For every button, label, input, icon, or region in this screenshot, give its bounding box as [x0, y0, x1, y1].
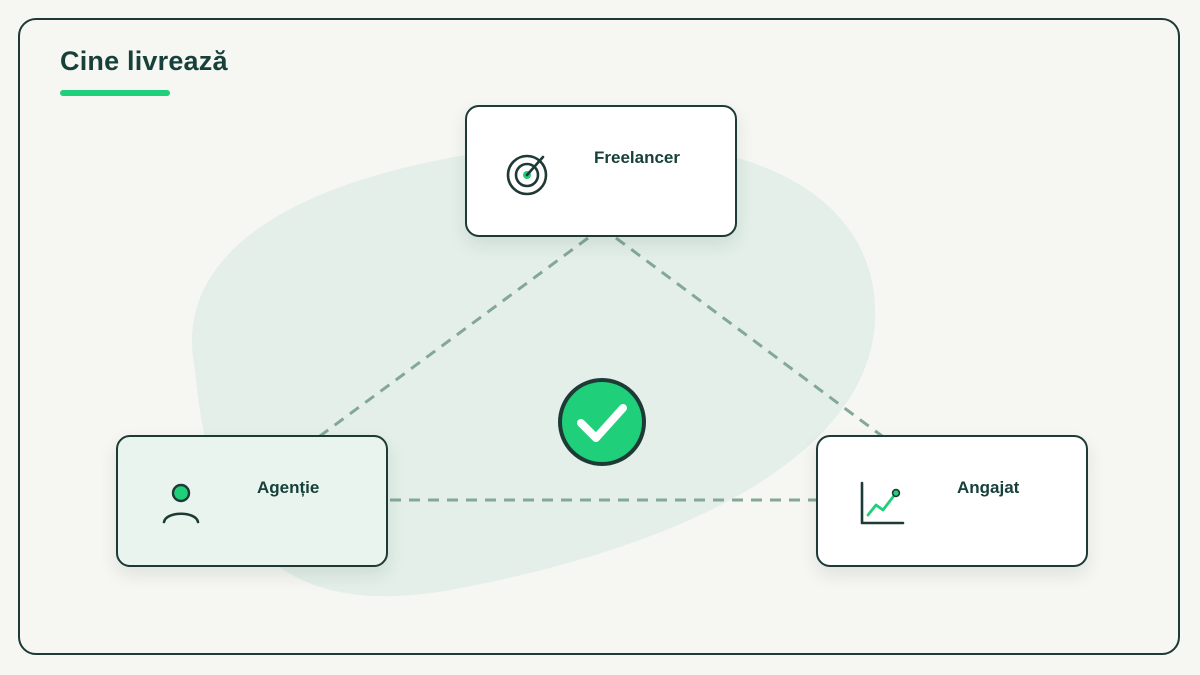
title-underline [60, 90, 170, 96]
card-label-angajat: Angajat [957, 478, 1020, 497]
page-title: Cine livrează [60, 46, 228, 76]
card-label-agentie: Agenție [257, 478, 320, 497]
line-chart-icon [860, 481, 905, 525]
diagram-frame: Cine livrează Freelancer Agenție Angajat [18, 18, 1180, 655]
card-agentie: Agenție [116, 435, 388, 567]
user-icon [162, 483, 200, 524]
connector-lines [319, 236, 883, 502]
check-icon [558, 378, 646, 466]
target-icon [506, 154, 548, 196]
card-angajat: Angajat [816, 435, 1088, 567]
connector-freelancer-agentie [319, 236, 589, 438]
connector-freelancer-angajat [615, 236, 883, 438]
card-label-freelancer: Freelancer [594, 148, 680, 167]
card-freelancer: Freelancer [465, 105, 737, 237]
